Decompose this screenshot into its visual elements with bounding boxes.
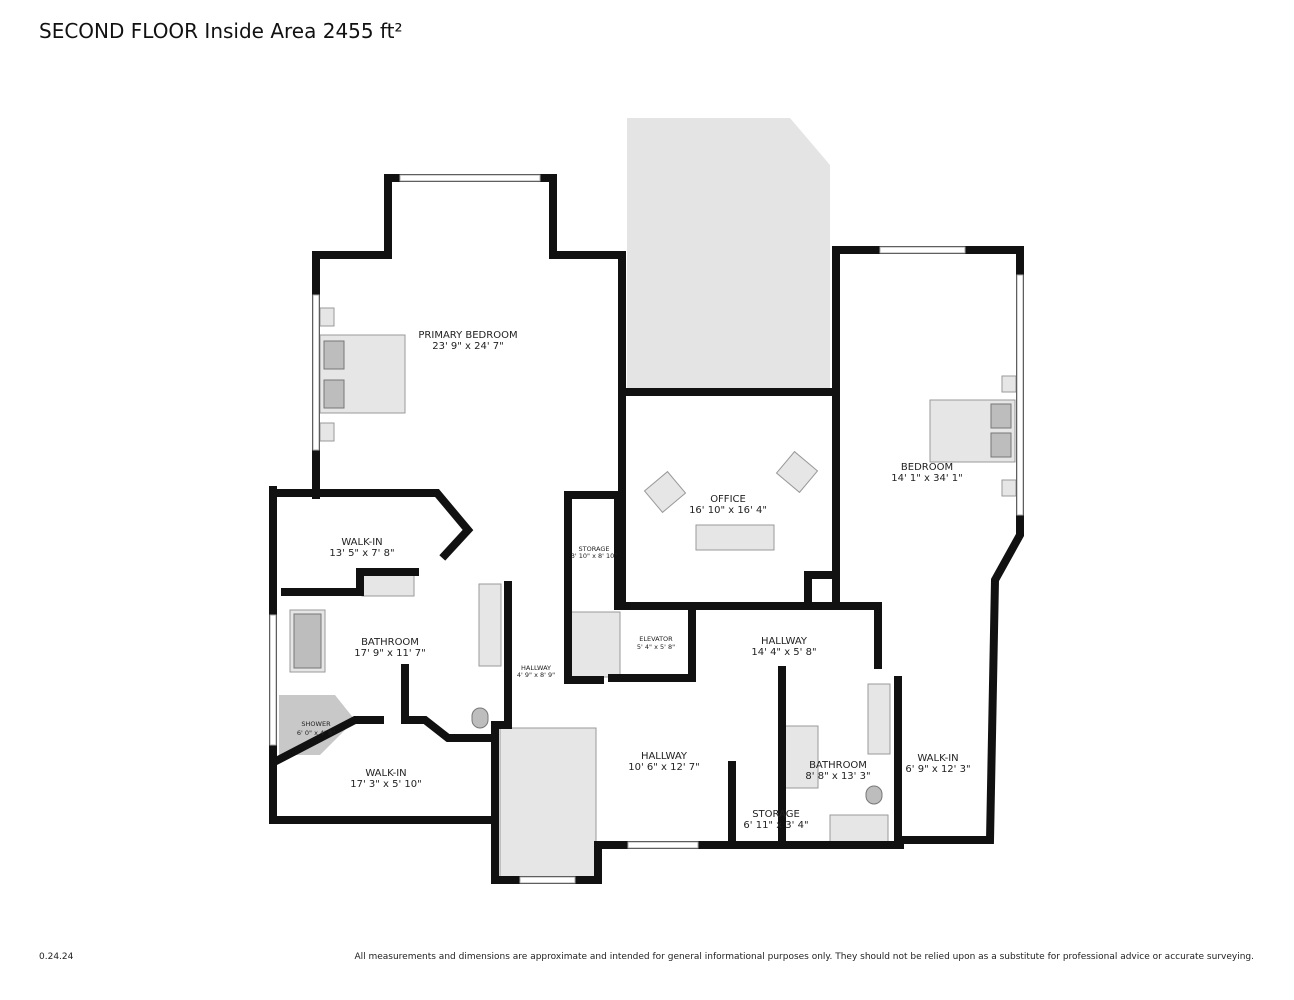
pillow xyxy=(323,340,345,370)
room-name: STORAGE xyxy=(752,809,800,820)
tub-inner xyxy=(293,613,322,669)
nightstand xyxy=(319,307,335,327)
nightstand xyxy=(1001,479,1017,497)
room-dims: 6' 9" x 12' 3" xyxy=(905,764,970,775)
room-name: PRIMARY BEDROOM xyxy=(418,330,517,341)
shower-floor xyxy=(279,695,355,755)
toilet xyxy=(865,785,883,805)
room-name: HALLWAY xyxy=(761,636,808,647)
room-dims: 17' 9" x 11' 7" xyxy=(354,648,426,659)
version-label: 0.24.24 xyxy=(39,952,74,962)
room-name: STORAGE xyxy=(579,545,610,553)
stairs xyxy=(499,727,597,879)
room-name: OFFICE xyxy=(710,494,746,505)
nightstand xyxy=(319,422,335,442)
room-dims: 3' 10" x 8' 10" xyxy=(571,552,617,560)
room-dims: 10' 6" x 12' 7" xyxy=(628,762,700,773)
room-name: WALK-IN xyxy=(341,537,382,548)
tub xyxy=(829,814,889,846)
room-name: BATHROOM xyxy=(361,637,419,648)
armchair xyxy=(643,470,687,514)
open-area xyxy=(627,118,830,392)
room-name: BEDROOM xyxy=(901,462,953,473)
room-dims: 5' 4" x 5' 8" xyxy=(637,643,675,651)
floor-title: SECOND FLOOR Inside Area 2455 ft² xyxy=(39,19,403,43)
vanity xyxy=(867,683,891,755)
fixtures xyxy=(279,307,1017,879)
room-dims: 17' 3" x 5' 10" xyxy=(350,779,422,790)
room-dims: 23' 9" x 24' 7" xyxy=(432,341,504,352)
desk xyxy=(695,524,775,551)
room-name: WALK-IN xyxy=(365,768,406,779)
room-name: ELEVATOR xyxy=(639,635,673,643)
room-name: BATHROOM xyxy=(809,760,867,771)
vanity xyxy=(478,583,502,667)
windows xyxy=(269,174,1024,884)
stairs xyxy=(569,611,621,678)
room-name: WALK-IN xyxy=(917,753,958,764)
room-dims: 6' 11" x 3' 4" xyxy=(743,820,808,831)
disclaimer: All measurements and dimensions are appr… xyxy=(354,952,1254,962)
nightstand xyxy=(1001,375,1017,393)
room-dims: 16' 10" x 16' 4" xyxy=(689,505,767,516)
pillow xyxy=(990,403,1012,429)
room-dims: 4' 9" x 8' 9" xyxy=(517,671,555,679)
pillow xyxy=(323,379,345,409)
room-dims: 14' 4" x 5' 8" xyxy=(751,647,816,658)
room-name: HALLWAY xyxy=(641,751,688,762)
armchair xyxy=(775,450,819,494)
room-name: HALLWAY xyxy=(521,664,551,672)
room-dims: 6' 0" x 4' 8" xyxy=(297,729,335,737)
room-labels: PRIMARY BEDROOM 23' 9" x 24' 7" OFFICE 1… xyxy=(297,330,971,831)
room-dims: 13' 5" x 7' 8" xyxy=(329,548,394,559)
room-name: SHOWER xyxy=(301,720,331,728)
toilet xyxy=(471,707,489,729)
room-dims: 8' 8" x 13' 3" xyxy=(805,771,870,782)
pillow xyxy=(990,432,1012,458)
room-dims: 14' 1" x 34' 1" xyxy=(891,473,963,484)
